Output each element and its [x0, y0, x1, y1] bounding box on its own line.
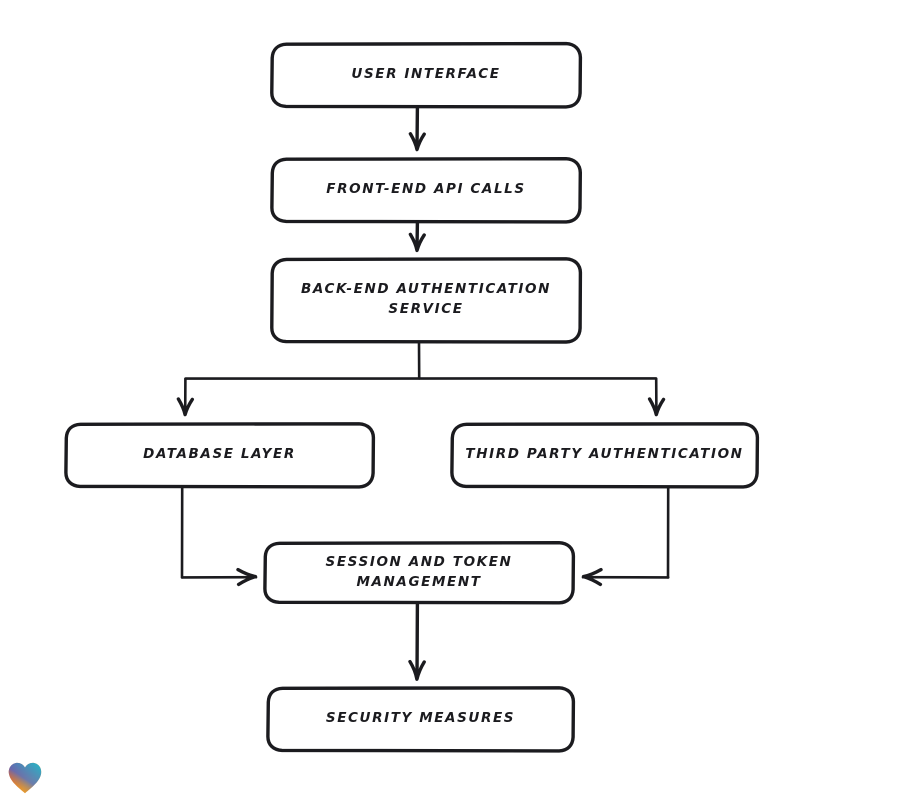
heart-icon [8, 762, 42, 794]
node-third-party-authentication[interactable] [450, 422, 760, 489]
edge-api-to-backend [408, 220, 426, 253]
edge-backend-branch [176, 341, 666, 417]
node-user-interface[interactable] [270, 41, 583, 109]
edge-third-party-to-session [581, 486, 670, 587]
edge-session-to-security [408, 601, 426, 681]
node-database-layer[interactable] [64, 422, 376, 489]
node-session-and-token-management[interactable] [263, 541, 576, 605]
node-front-end-api-calls[interactable] [270, 157, 582, 224]
edge-ui-to-api [408, 105, 426, 152]
node-security-measures[interactable] [266, 686, 576, 753]
node-back-end-authentication-service[interactable] [270, 257, 583, 344]
edge-database-to-session [180, 486, 258, 587]
